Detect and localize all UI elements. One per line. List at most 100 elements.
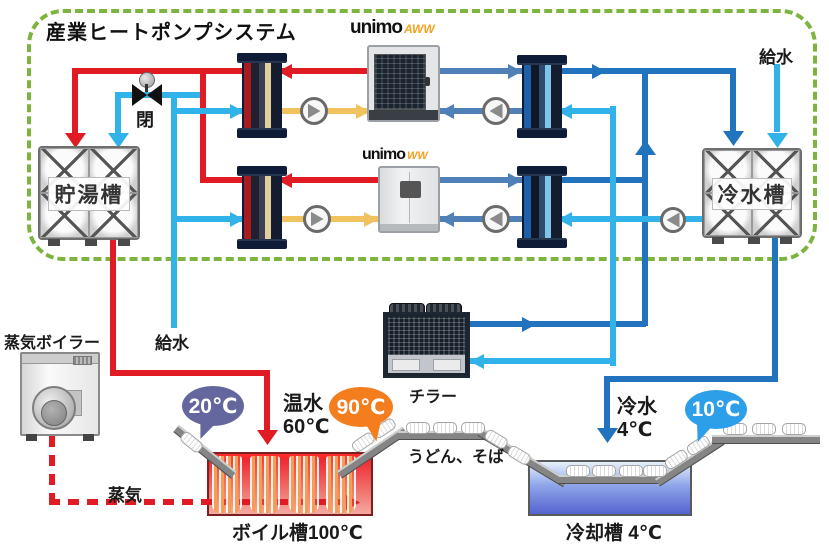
unimo-aww-model-text: AWW [404, 22, 435, 36]
unimo-ww-heat-pump-unit [378, 166, 440, 233]
pump-icon [300, 97, 328, 125]
chiller-access-panel [392, 359, 421, 371]
pipe-hot-aww-to-hx1 [278, 68, 370, 74]
pipe-cold-into-tank [730, 68, 736, 132]
arrow-into-chiller [470, 354, 484, 369]
boil-tank-label: ボイル槽100℃ [232, 523, 363, 544]
tank-foot [712, 237, 724, 244]
pipe-hot-boil-drop [264, 370, 270, 432]
steam-boiler-label: 蒸気ボイラー [4, 335, 101, 352]
noodles-label: うどん、そば [408, 449, 505, 466]
chiller-coil-grille [388, 317, 465, 355]
noodle-strands [250, 456, 280, 513]
boil-outlet-temp-badge: 90℃ [329, 387, 393, 427]
cold-water-temp-text: 4℃ [617, 419, 653, 441]
arrow-chiller-outlet [522, 317, 536, 332]
arrow-hot-into-boil-tank [257, 430, 278, 445]
pump-flow-left-icon [489, 211, 503, 227]
boil-inlet-temp-badge: 20℃ [182, 386, 244, 426]
pipe-chiller-return [470, 358, 616, 364]
pipe-hx4-cold-out [558, 177, 648, 183]
valve-stem [145, 84, 148, 92]
unimo-brand-text: unimo [350, 17, 403, 38]
feed-water-top-label: 給水 [759, 48, 793, 67]
noodle-bundle [433, 422, 457, 434]
plate-heat-exchanger-hot-1 [237, 53, 287, 138]
tank-foot [780, 237, 792, 244]
pump-icon [482, 205, 510, 233]
pipe-feed-tank-drop [115, 92, 121, 134]
pipe-cold-top-header [558, 68, 736, 74]
hot-storage-tank-label: 貯湯槽 [47, 176, 131, 212]
pipe-chiller-outlet [470, 321, 646, 327]
boiler-leg [26, 434, 37, 441]
cabinet-panel [400, 181, 421, 198]
pipe-cyan-tank-to-hx4 [558, 216, 704, 222]
pipe-feedwater-riser [171, 92, 177, 328]
heat-pump-base [369, 110, 438, 120]
steam-boiler-unit [20, 352, 100, 441]
cold-water-inflow-label: 冷水 4℃ [617, 396, 657, 442]
pump-flow-right-icon [307, 103, 321, 119]
conveyor-top-right [712, 435, 820, 444]
boiler-vent [73, 356, 92, 365]
cooling-outlet-temp-badge: 10℃ [685, 390, 747, 429]
pipe-feed-to-hx1 [174, 108, 244, 114]
pump-flow-left-icon [489, 103, 503, 119]
plate-heat-exchanger-hot-2 [237, 166, 287, 249]
tank-foot [118, 239, 130, 246]
pipe-chiller-riser [642, 72, 648, 326]
cooling-tank-label: 冷却槽 4℃ [566, 523, 662, 544]
boiler-burner-core [41, 400, 67, 426]
pipe-hot-to-storage-tank [72, 68, 246, 74]
pipe-feedwater-top [774, 64, 780, 132]
chiller-label: チラー [409, 389, 458, 406]
boiler-leg [83, 434, 94, 441]
feed-water-bottom-label: 給水 [155, 334, 189, 353]
boil-inlet-temp-text: 20℃ [188, 394, 238, 418]
pipe-steam-dashed-horizontal [49, 499, 355, 505]
pipe-cold-cool-drop [604, 376, 610, 430]
chiller-base-panel [388, 355, 465, 373]
pipe-cyan-to-hx3 [558, 108, 614, 114]
tank-foot [748, 237, 760, 244]
unimo-ww-model-text: WW [407, 150, 428, 162]
pipe-aww-to-hx3 [440, 68, 524, 74]
arrow-cold-into-cooling-tank [597, 428, 618, 443]
noodle-bundle [752, 423, 776, 435]
pipe-cyan-chiller-line [610, 106, 616, 366]
noodle-bundle [461, 422, 485, 434]
heat-pump-grille [374, 54, 426, 110]
noodle-bundle [643, 465, 667, 477]
hot-water-storage-tank: 貯湯槽 [38, 146, 140, 246]
noodle-bundle [566, 465, 590, 477]
noodle-bundle [782, 423, 806, 435]
pipe-feed-to-hx2 [174, 216, 244, 222]
chiller-unit [383, 312, 470, 378]
pipe-steam-dashed-vertical [49, 436, 55, 502]
pump-icon [482, 97, 510, 125]
pump-icon [303, 205, 331, 233]
pump-flow-left-icon [666, 212, 680, 228]
chiller-access-panel [432, 359, 461, 371]
unimo-aww-heat-pump-unit [367, 45, 440, 122]
hot-water-inflow-label: 温水 60℃ [283, 393, 329, 439]
boiler-top-strip [22, 354, 98, 364]
heat-pump-handle [425, 77, 430, 86]
pipe-hot-branch-vertical [200, 68, 206, 183]
steam-label: 蒸気 [108, 486, 142, 505]
bubble-tail [196, 420, 215, 441]
boil-outlet-temp-text: 90℃ [336, 395, 386, 419]
pump-flow-right-icon [310, 211, 324, 227]
noodle-bundle [619, 465, 643, 477]
plate-heat-exchanger-cold-1 [517, 55, 567, 138]
pipe-cold-bottom-run [604, 376, 778, 382]
diagram-title: 産業ヒートポンプシステム [46, 22, 297, 44]
pipe-ww-to-hx4 [440, 177, 524, 183]
pipe-hot-branch-to-hx2 [200, 177, 246, 183]
cold-water-tank: 冷水槽 [702, 148, 802, 244]
cold-water-tank-label: 冷水槽 [711, 177, 793, 211]
noodle-bundle [406, 422, 430, 434]
